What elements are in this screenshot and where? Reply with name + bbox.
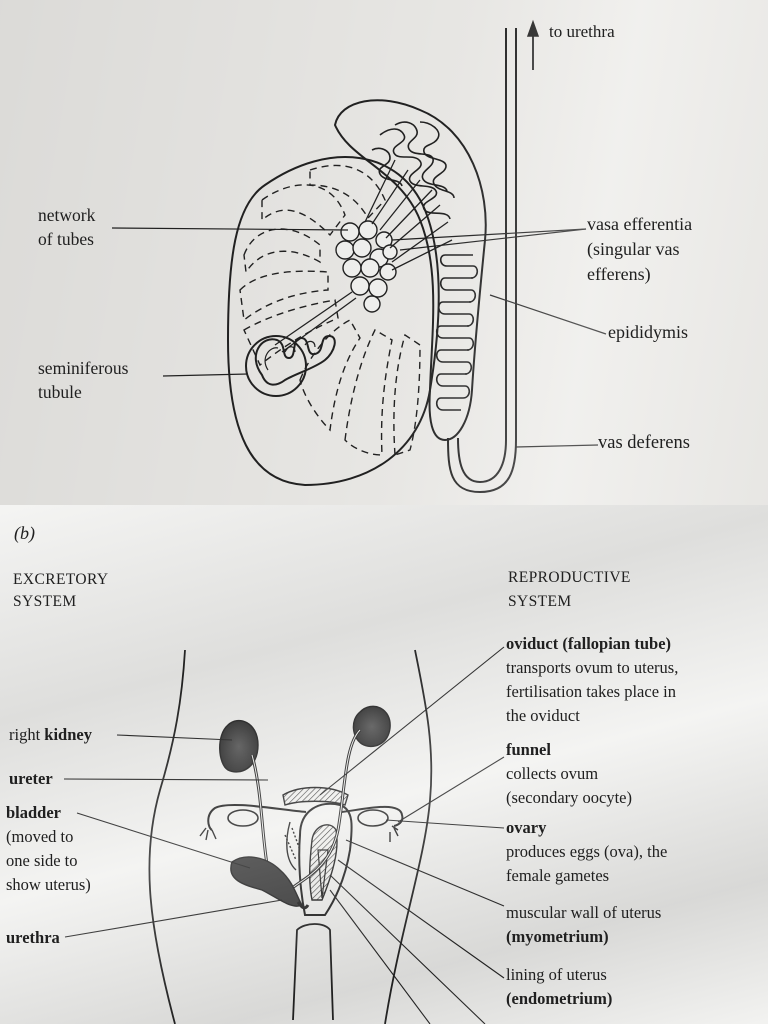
label-bladder-note-3: show uterus) — [6, 875, 91, 894]
label-vasa-singular: (singular vas — [587, 239, 680, 259]
label-oviduct: oviduct (fallopian tube) — [506, 634, 672, 653]
heading-reproductive-2: SYSTEM — [508, 593, 572, 610]
label-ureter: ureter — [9, 769, 53, 788]
label-ovary: ovary — [506, 818, 547, 837]
label-vas-deferens: vas deferens — [598, 433, 690, 453]
label-bladder: bladder — [6, 803, 62, 822]
label-funnel: funnel — [506, 740, 551, 759]
label-funnel-1: collects ovum — [506, 764, 599, 783]
label-network: network — [38, 205, 96, 225]
label-vasa-efferens: efferens) — [587, 264, 651, 284]
label-myometrium-2: (myometrium) — [506, 927, 609, 946]
label-oviduct-1: transports ovum to uterus, — [506, 658, 679, 677]
label-vasa-efferentia: vasa efferentia — [587, 214, 693, 234]
label-of-tubes: of tubes — [38, 229, 94, 249]
label-oviduct-2: fertilisation takes place in — [506, 682, 676, 701]
panel-label-b: (b) — [14, 523, 35, 543]
label-epididymis: epididymis — [608, 322, 688, 342]
leader-lines-a — [111, 227, 607, 448]
heading-excretory-1: EXCRETORY — [13, 571, 109, 588]
label-right-kidney: right kidney — [9, 725, 92, 744]
label-ovary-2: female gametes — [506, 866, 610, 885]
label-seminiferous: seminiferous — [38, 358, 129, 378]
testis-drawing — [226, 19, 540, 494]
label-funnel-2: (secondary oocyte) — [506, 788, 632, 807]
label-oviduct-3: the oviduct — [506, 706, 580, 725]
label-urethra: urethra — [6, 928, 60, 947]
heading-reproductive-1: REPRODUCTIVE — [508, 569, 631, 586]
label-tubule: tubule — [38, 382, 82, 402]
female-system-drawing — [148, 649, 433, 1024]
heading-excretory-2: SYSTEM — [13, 593, 77, 610]
label-ovary-1: produces eggs (ova), the — [506, 842, 668, 861]
label-endometrium-2: (endometrium) — [506, 989, 613, 1008]
label-endometrium-1: lining of uterus — [506, 965, 607, 984]
label-bladder-note-1: (moved to — [6, 827, 74, 846]
leader-lines-b — [63, 646, 505, 1024]
label-myometrium-1: muscular wall of uterus — [506, 903, 662, 922]
label-to-urethra: to urethra — [549, 22, 615, 41]
label-bladder-note-2: one side to — [6, 851, 78, 870]
